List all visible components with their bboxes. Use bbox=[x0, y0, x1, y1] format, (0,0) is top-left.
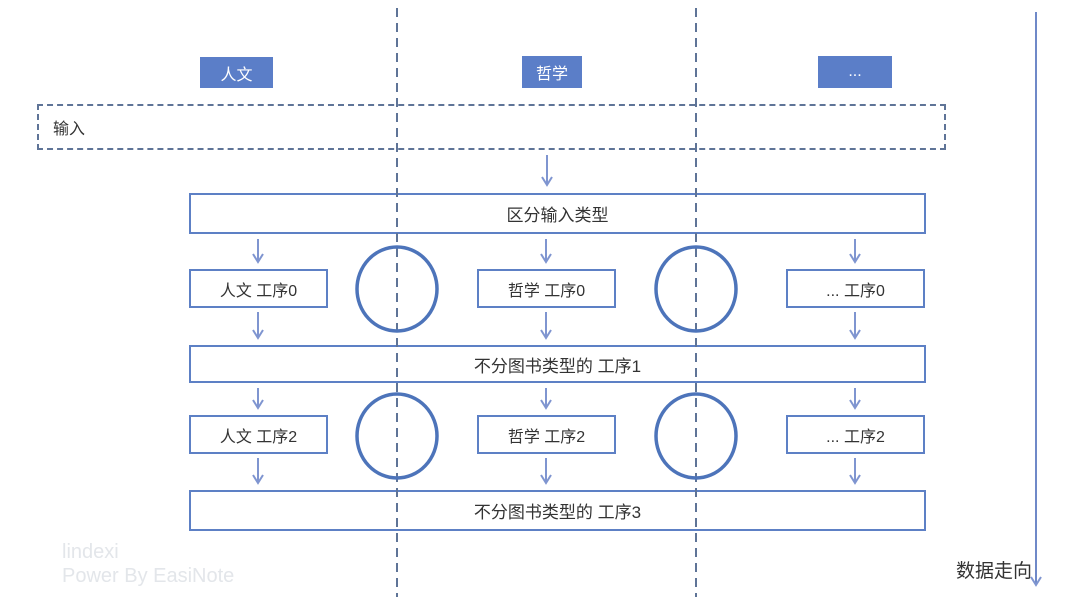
category-label-philosophy: 哲学 bbox=[522, 56, 582, 88]
crossing-circle-bottom-right bbox=[654, 392, 738, 480]
shared-stage3-bar: 不分图书类型的 工序3 bbox=[189, 490, 926, 531]
crossing-circle-top-left bbox=[355, 245, 439, 333]
process-box-humanities-step0: 人文 工序0 bbox=[189, 269, 328, 308]
crossing-circle-top-right bbox=[654, 245, 738, 333]
data-flow-label: 数据走向 bbox=[956, 561, 1033, 582]
watermark-line2: Power By EasiNote bbox=[62, 565, 235, 587]
crossing-circle-bottom-left bbox=[355, 392, 439, 480]
category-label-others: ... bbox=[818, 56, 892, 88]
classify-input-type-bar: 区分输入类型 bbox=[189, 193, 926, 234]
watermark: lindexi Power By EasiNote bbox=[62, 540, 234, 588]
watermark-line1: lindexi bbox=[62, 541, 119, 563]
process-box-others-step2: ... 工序2 bbox=[786, 415, 925, 454]
process-box-others-step0: ... 工序0 bbox=[786, 269, 925, 308]
input-label: 输入 bbox=[53, 121, 86, 138]
process-box-humanities-step2: 人文 工序2 bbox=[189, 415, 328, 454]
shared-stage1-bar: 不分图书类型的 工序1 bbox=[189, 345, 926, 383]
process-box-philosophy-step0: 哲学 工序0 bbox=[477, 269, 616, 308]
input-dashed-box: 输入 bbox=[37, 104, 946, 150]
process-box-philosophy-step2: 哲学 工序2 bbox=[477, 415, 616, 454]
category-label-humanities: 人文 bbox=[200, 57, 273, 88]
